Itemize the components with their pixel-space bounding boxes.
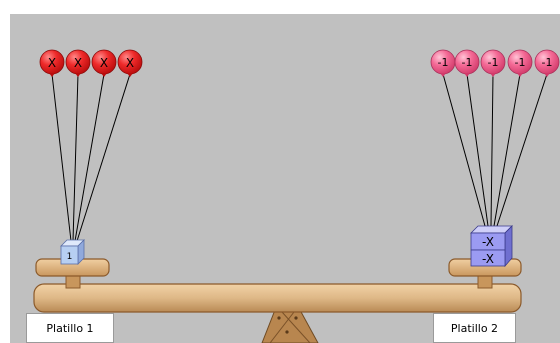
balloon-label: X: [100, 56, 108, 70]
pan-1-label: Platillo 1: [26, 313, 114, 343]
balloon-minus-one[interactable]: -1: [480, 49, 506, 77]
minus-x-block[interactable]: [470, 249, 506, 267]
balloon-minus-one[interactable]: -1: [507, 49, 533, 77]
balloon-x[interactable]: X: [91, 49, 117, 77]
balloon-minus-one[interactable]: -1: [430, 49, 456, 77]
balloon-label: -1: [542, 56, 553, 69]
balance-beam: [33, 283, 522, 313]
balloon-minus-one[interactable]: -1: [534, 49, 560, 77]
right-balloon-strings: [442, 73, 548, 227]
right-balloon-group: -1 -1 -1 -1 -1: [430, 49, 560, 77]
minus-x-block-stack[interactable]: -X -X: [470, 225, 513, 268]
balloon-label: X: [126, 56, 134, 70]
balloon-x[interactable]: X: [65, 49, 91, 77]
balloon-label: X: [74, 56, 82, 70]
balloon-x[interactable]: X: [117, 49, 143, 77]
pan-2-label: Platillo 2: [433, 313, 516, 343]
balloon-label: -1: [488, 56, 499, 69]
block-label: -X: [482, 252, 494, 266]
left-balloon-group: X X X X: [39, 49, 143, 77]
balloon-x[interactable]: X: [39, 49, 65, 77]
block-label: 1: [67, 252, 73, 262]
balloon-label: -1: [438, 56, 449, 69]
balloon-minus-one[interactable]: -1: [454, 49, 480, 77]
left-balloon-strings: [51, 73, 131, 242]
balloon-label: -1: [462, 56, 473, 69]
unit-block[interactable]: 1: [60, 239, 85, 265]
balloon-label: X: [48, 56, 56, 70]
left-pan[interactable]: [35, 258, 110, 289]
balloon-label: -1: [515, 56, 526, 69]
block-label: -X: [482, 235, 494, 249]
